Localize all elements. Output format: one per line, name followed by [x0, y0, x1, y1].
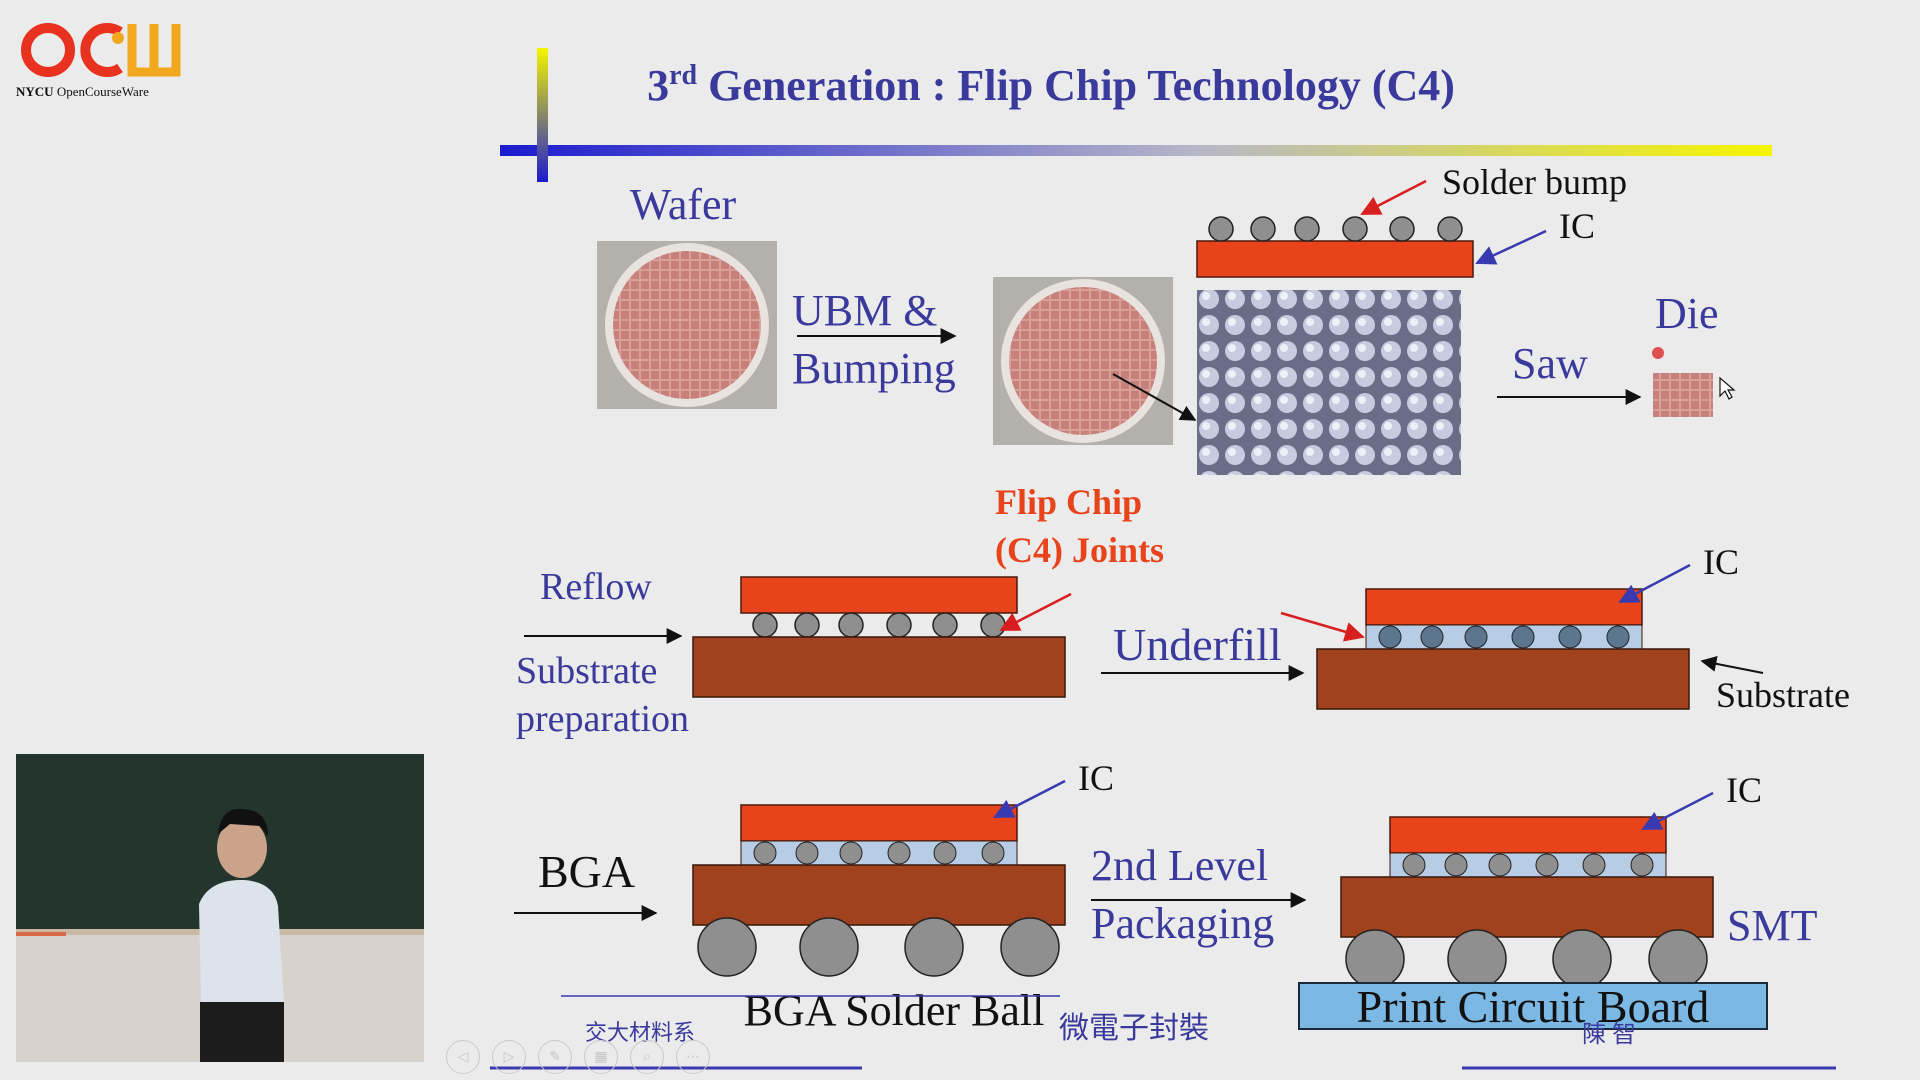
arrow-ic-smt — [1641, 791, 1714, 831]
title-underline — [500, 145, 1772, 156]
ic-chip-smt — [1389, 816, 1667, 854]
arrow-ic-mid — [1618, 563, 1691, 604]
logo-caption: NYCU OpenCourseWare — [16, 84, 149, 100]
wafer-image — [597, 241, 777, 409]
zoom-icon[interactable]: ⌕ — [630, 1040, 664, 1074]
substrate-reflow — [692, 636, 1066, 698]
underfill-smt — [1389, 852, 1667, 878]
ic-chip-reflow — [740, 576, 1018, 614]
substrate-smt — [1340, 876, 1714, 938]
underfill-bumps — [1378, 625, 1630, 649]
pcb-board — [1298, 982, 1768, 1030]
label-2nd-level-1: 2nd Level — [1091, 841, 1268, 890]
substrate-bga — [692, 864, 1066, 926]
label-ubm-2: Bumping — [792, 344, 956, 393]
label-flip-chip-2: (C4) Joints — [995, 530, 1164, 570]
lecturer-video[interactable] — [16, 754, 424, 1062]
smt-solder-balls — [1345, 929, 1708, 989]
bga-solder-balls — [697, 917, 1060, 977]
label-ic-top: IC — [1559, 206, 1595, 246]
underfill-layer — [1365, 624, 1643, 650]
label-pcb: Print Circuit Board — [1357, 981, 1710, 1032]
logo-org: NYCU — [16, 84, 54, 99]
sem-bump-image — [1197, 290, 1461, 475]
slide-controls: ◁ ▷ ✎ ▦ ⌕ ⋯ — [446, 1040, 710, 1074]
label-die: Die — [1655, 289, 1719, 338]
c4-joints — [752, 612, 1006, 638]
footer-author: 陳 智 — [1582, 1021, 1636, 1048]
label-bga: BGA — [538, 846, 635, 897]
substrate-underfill — [1316, 648, 1690, 710]
bumps-bga — [753, 841, 1005, 865]
next-icon[interactable]: ▷ — [492, 1040, 526, 1074]
footer-course: 微電子封裝 — [1059, 1012, 1209, 1045]
label-ic-mid: IC — [1703, 542, 1739, 582]
arrow-solder-bump — [1360, 179, 1427, 216]
ic-chip-underfill — [1365, 588, 1643, 626]
label-ubm-1: UBM & — [792, 286, 937, 335]
label-substrate: Substrate — [1716, 675, 1850, 715]
ic-chip-top — [1196, 240, 1474, 278]
label-flip-chip-1: Flip Chip — [995, 482, 1142, 522]
label-reflow: Reflow — [540, 566, 652, 608]
arrow-substrate — [1700, 655, 1764, 674]
arrow-underfill-layer — [1280, 611, 1365, 642]
ocw-logo — [14, 14, 204, 104]
label-ic-bga: IC — [1078, 758, 1114, 798]
ic-chip-bga — [740, 804, 1018, 842]
label-substrate-prep-1: Substrate — [516, 650, 657, 692]
label-substrate-prep-2: preparation — [516, 698, 689, 740]
title-vertical-bar — [537, 48, 548, 182]
pen-icon[interactable]: ✎ — [538, 1040, 572, 1074]
label-solder-bump: Solder bump — [1442, 162, 1627, 202]
label-smt: SMT — [1727, 901, 1818, 950]
solder-bumps-top — [1208, 216, 1463, 242]
arrow-ic-bga — [993, 779, 1066, 819]
arrow-zoom — [1112, 373, 1197, 421]
arrow-ic-top — [1475, 229, 1547, 265]
underfill-bga — [740, 840, 1018, 866]
logo-label: OpenCourseWare — [56, 84, 149, 99]
label-ic-smt: IC — [1726, 770, 1762, 810]
label-2nd-level-2: Packaging — [1091, 899, 1274, 948]
label-underfill: Underfill — [1113, 619, 1282, 670]
bumps-smt — [1402, 853, 1654, 877]
cursor-icon — [1719, 376, 1736, 400]
die-image — [1653, 373, 1713, 417]
label-saw: Saw — [1512, 339, 1588, 388]
pointer-dot — [1652, 347, 1664, 359]
slide-title: 3rd Generation : Flip Chip Technology (C… — [647, 60, 1455, 110]
label-bga-solder-ball: BGA Solder Ball — [744, 986, 1045, 1035]
label-wafer: Wafer — [630, 180, 737, 229]
bumped-wafer-image — [993, 277, 1173, 445]
arrow-c4-joint — [999, 592, 1072, 632]
slides-icon[interactable]: ▦ — [584, 1040, 618, 1074]
prev-icon[interactable]: ◁ — [446, 1040, 480, 1074]
more-icon[interactable]: ⋯ — [676, 1040, 710, 1074]
